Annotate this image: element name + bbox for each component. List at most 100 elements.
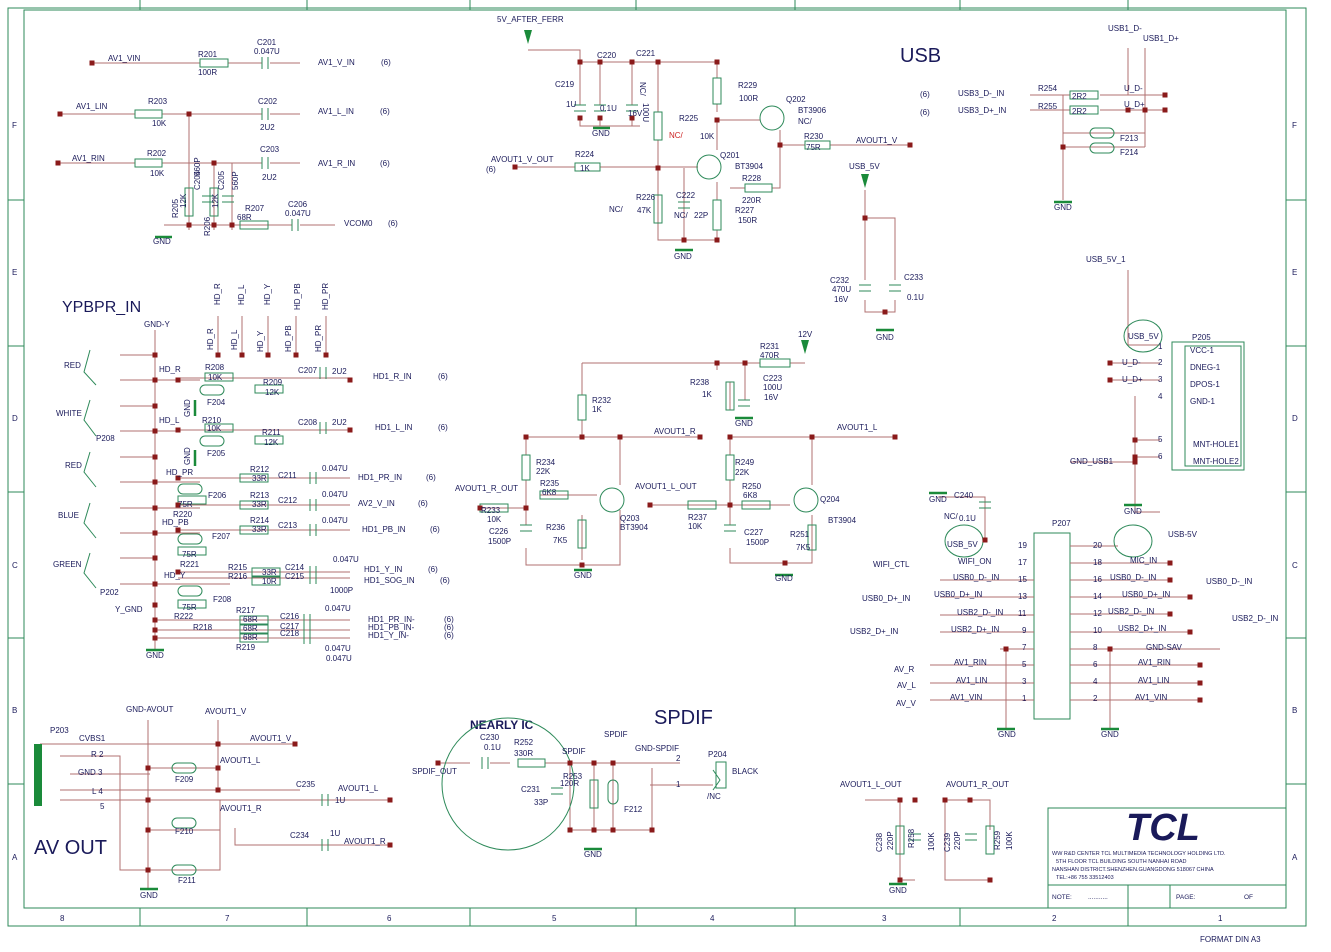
label-r236v: 7K5 (553, 536, 568, 545)
label-r234: R234 (536, 458, 556, 467)
label-spdif-n: SPDIF (562, 747, 586, 756)
junction-dot (152, 377, 158, 383)
label-r210v: 10K (207, 424, 222, 433)
junction-dot (1187, 629, 1193, 635)
label-r250v: 6K8 (743, 491, 758, 500)
junction-dot (512, 164, 518, 170)
label-f214: F214 (1120, 148, 1139, 157)
junction-dot (387, 842, 393, 848)
label-r230v: 75R (806, 143, 821, 152)
label-p208: P208 (96, 434, 115, 443)
label-c213v: 0.047U (322, 516, 348, 525)
label-gnd1: GND (153, 237, 171, 246)
junction-dot (387, 797, 393, 803)
junction-dot (617, 434, 623, 440)
label-gnd2: GND (592, 129, 610, 138)
junction-dot (215, 741, 221, 747)
junction-dot (215, 787, 221, 793)
junction-dot (229, 222, 235, 228)
tcl-logo: TCL (1126, 807, 1200, 849)
label-q202: Q202 (786, 95, 806, 104)
label-r216v: 10R (262, 577, 277, 586)
label-c218: C218 (280, 629, 300, 638)
junction-dot (579, 434, 585, 440)
label-c203v: 2U2 (262, 173, 277, 182)
junction-dot (57, 111, 63, 117)
label-c221nc: NC/ (638, 82, 647, 97)
label-hd-y3: HD_Y (164, 571, 186, 580)
label-av1-rin: AV1_RIN (72, 154, 105, 163)
label-r251: R251 (790, 530, 810, 539)
label-pin1: 1 (1158, 342, 1163, 351)
row-label: D (1292, 414, 1298, 423)
junction-dot (567, 760, 573, 766)
label-gnd-3: GND 3 (78, 768, 103, 777)
label-r209v: 12K (265, 388, 280, 397)
label-black: BLACK (732, 767, 759, 776)
label-n8: 8 (1093, 643, 1098, 652)
label-hd1-pr-inm: HD1_PR_IN- (368, 615, 415, 624)
label-p6p: (6) (444, 623, 454, 632)
junction-dot (215, 352, 221, 358)
label-c203: C203 (260, 145, 280, 154)
label-r208v: 10K (208, 373, 223, 382)
label-r205: R205 (171, 198, 180, 218)
junction-dot (523, 505, 529, 511)
label-r236: R236 (546, 523, 566, 532)
spdif-title: SPDIF (654, 707, 713, 729)
label-usb3-dm: USB3_D-_IN (958, 89, 1004, 98)
label-gnd12: GND (998, 730, 1016, 739)
label-c223v: 100U (763, 383, 782, 392)
label-gnd-y: GND-Y (144, 320, 170, 329)
label-c231: C231 (521, 785, 541, 794)
label-c240: C240 (954, 491, 974, 500)
label-p6m: (6) (428, 565, 438, 574)
label-r254v: 2R2 (1072, 92, 1087, 101)
junction-dot (697, 434, 703, 440)
label-vcc1: VCC-1 (1190, 346, 1215, 355)
junction-dot (1167, 577, 1173, 583)
label-r259v: 100K (1005, 831, 1014, 850)
label-gnd-avout: GND-AVOUT (126, 705, 174, 714)
column-label: 2 (1052, 914, 1057, 923)
label-c217: C217 (280, 622, 300, 631)
label-p6j: (6) (426, 473, 436, 482)
label-r225nc: NC/ (669, 131, 684, 140)
row-label: C (1292, 561, 1298, 570)
label-r226v: 47K (637, 206, 652, 215)
junction-dot (435, 760, 441, 766)
junction-dot (152, 602, 158, 608)
label-hd1-y-in: HD1_Y_IN (364, 565, 402, 574)
junction-dot (152, 555, 158, 561)
label-p202: P202 (100, 588, 119, 597)
label-spdif-n2: SPDIF (604, 730, 628, 739)
junction-dot (610, 760, 616, 766)
junction-dot (152, 530, 158, 536)
label-p6i: (6) (438, 423, 448, 432)
junction-dot (967, 797, 973, 803)
label-c230v: 0.1U (484, 743, 501, 752)
junction-dot (655, 59, 661, 65)
label-c222v: 22P (694, 211, 708, 220)
label-pin6: 6 (1158, 452, 1163, 461)
label-r258v: 100K (927, 832, 936, 851)
label-gnd6: GND (1124, 507, 1142, 516)
junction-dot (1197, 662, 1203, 668)
label-ud-m2: U_D- (1122, 358, 1141, 367)
label-hd-y2: HD_Y (256, 330, 265, 352)
junction-dot (1167, 560, 1173, 566)
junction-dot (186, 111, 192, 117)
junction-dot (897, 877, 903, 883)
label-p6a: (6) (381, 58, 391, 67)
label-p204: P204 (708, 750, 727, 759)
label-r233v: 10K (487, 515, 502, 524)
junction-dot (892, 434, 898, 440)
row-label: A (12, 853, 18, 862)
junction-dot (175, 569, 181, 575)
label-blue: BLUE (58, 511, 79, 520)
row-label: F (1292, 121, 1297, 130)
junction-dot (907, 142, 913, 148)
label-r250: R250 (742, 482, 762, 491)
junction-dot (1125, 107, 1131, 113)
